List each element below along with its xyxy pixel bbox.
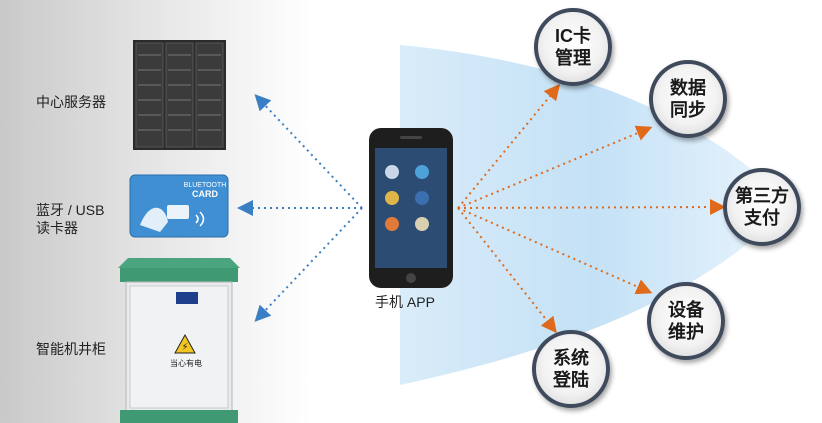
cabinet-icon: ⚡ 当心有电 bbox=[118, 258, 240, 423]
phone-icon bbox=[369, 128, 453, 288]
arrow-to-ic-card bbox=[457, 83, 561, 209]
server-icon bbox=[133, 40, 226, 150]
reader-label-line2: 读卡器 bbox=[36, 220, 78, 236]
cabinet-label: 智能机井柜 bbox=[36, 341, 106, 357]
bluetooth-card-icon: BLUETOOTH CARD bbox=[129, 174, 229, 238]
svg-text:当心有电: 当心有电 bbox=[170, 358, 202, 368]
arrow-to-cabinet bbox=[254, 207, 363, 322]
feature-device-maintenance: 设备维护 bbox=[647, 282, 725, 360]
svg-text:⚡: ⚡ bbox=[181, 342, 188, 353]
arrow-to-payment bbox=[457, 199, 726, 216]
arrow-to-server bbox=[254, 94, 363, 209]
arrow-to-data-sync bbox=[457, 125, 653, 209]
arrow-to-login bbox=[457, 207, 557, 334]
feature-system-login: 系统登陆 bbox=[532, 330, 610, 408]
svg-text:BLUETOOTH: BLUETOOTH bbox=[184, 182, 227, 189]
feature-data-sync: 数据同步 bbox=[649, 60, 727, 138]
arrow-to-maintenance bbox=[457, 207, 653, 295]
phone-label: 手机 APP bbox=[375, 294, 435, 310]
feature-third-party-payment: 第三方支付 bbox=[723, 168, 801, 246]
feature-ic-card-management: IC卡管理 bbox=[534, 8, 612, 86]
server-label: 中心服务器 bbox=[36, 94, 106, 110]
reader-label-line1: 蓝牙 / USB bbox=[36, 202, 105, 218]
svg-text:CARD: CARD bbox=[192, 189, 218, 199]
